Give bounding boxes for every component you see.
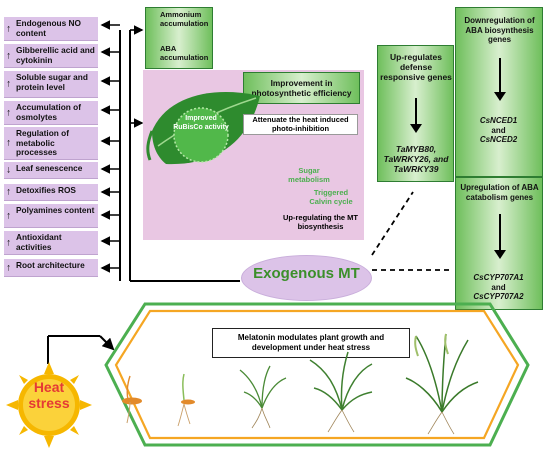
aba-down-title: Downregulation of ABA biosynthesis genes <box>464 16 535 44</box>
mt-biosynthesis-label: Up-regulating the MT biosynthesis <box>283 213 358 231</box>
down-arrow-icon <box>494 214 506 259</box>
aba-downregulation-box: Downregulation of ABA biosynthesis genes… <box>455 7 543 177</box>
aba-up-title: Upregulation of ABA catabolism genes <box>460 183 539 202</box>
young-plant-icon <box>309 351 373 433</box>
calvin-cycle-label: Triggered Calvin cycle <box>309 188 353 206</box>
heat-stress-label: Heat stress <box>28 379 70 411</box>
effect-no-content: ↑Endogenous NO content <box>4 17 98 41</box>
effect-ros: ↑Detoxifies ROS <box>4 184 98 201</box>
down-arrow-icon <box>410 98 422 133</box>
melatonin-caption: Melatonin modulates plant growth and dev… <box>212 328 410 358</box>
effect-osmolytes: ↑Accumulation of osmolytes <box>4 101 98 125</box>
rubisco-badge-icon <box>173 107 229 163</box>
seed-icon <box>122 375 142 424</box>
effect-gibberellic: ↑Gibberellic acid and cytokinin <box>4 44 98 68</box>
seedling-icon <box>239 365 287 429</box>
plant-growth-stages <box>122 333 479 435</box>
effect-metabolic: ↑Regulation of metabolic processes <box>4 127 98 160</box>
aba-up-genes: CsCYP707A1 and CsCYP707A2 <box>473 273 524 301</box>
heat-photoinhibition-box: Attenuate the heat induced photo-inhibit… <box>243 114 358 135</box>
exogenous-mt-node <box>241 255 372 301</box>
defense-genes-box: Up-regulates defense responsive genes Ta… <box>377 45 454 182</box>
down-arrow-icon <box>494 58 506 101</box>
defense-genes: TaMYB80, TaWRKY26, and TaWRKY39 <box>383 144 449 174</box>
effect-antioxidant: ↑Antioxidant activities <box>4 231 98 255</box>
rubisco-label: Improved RuBisCo activity <box>173 115 229 131</box>
sprout-icon <box>177 373 195 427</box>
exogenous-mt-label: Exogenous MT <box>253 265 360 282</box>
photosynthetic-efficiency-box: Improvement in photosynthetic efficiency <box>243 72 360 104</box>
sun-icon <box>6 362 92 448</box>
mature-plant-icon <box>405 333 479 435</box>
effect-polyamines: ↑Polyamines content <box>4 204 98 228</box>
aba-down-genes: CsNCED1 and CsNCED2 <box>479 116 518 144</box>
aba-upregulation-box: Upregulation of ABA catabolism genes CsC… <box>455 177 543 310</box>
sugar-metabolism-label: Sugar metabolism <box>288 166 330 184</box>
effect-sugar-protein: ↑Soluble sugar and protein level <box>4 71 98 98</box>
effect-leaf-senescence: ↓Leaf senescence <box>4 162 98 179</box>
effect-root-architecture: ↑Root architecture <box>4 259 98 277</box>
defense-title: Up-regulates defense responsive genes <box>380 52 452 82</box>
